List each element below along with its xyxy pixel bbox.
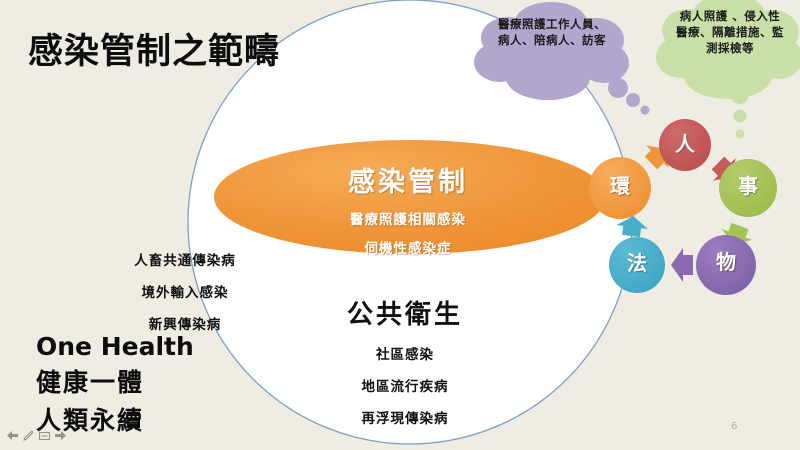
node-wu-label: 物	[716, 250, 736, 274]
arrow-fa-huan	[616, 216, 648, 238]
infection-control-subtitle-2: 伺機性感染症	[364, 241, 452, 257]
outer-list-item-2: 境外輸入感染	[141, 285, 229, 301]
node-huan-label: 環	[610, 174, 630, 198]
cloud-green-label: 病人照護 、侵入性醫療、隔離措施、監測採檢等	[676, 9, 784, 55]
node-shi-label: 事	[738, 174, 758, 198]
slide-icon[interactable]	[38, 429, 51, 442]
public-health-item-1: 社區感染	[376, 347, 434, 363]
outer-disease-list: 人畜共通傳染病 境外輸入感染 新興傳染病	[95, 249, 275, 345]
one-health-line-1: One Health	[36, 332, 194, 361]
one-health-line-2: 健康一體	[36, 368, 145, 397]
infection-control-label-group: 感染管制 醫療照護相關感染 伺機性感染症	[218, 160, 598, 257]
pen-icon[interactable]	[22, 429, 35, 442]
arrow-left-icon[interactable]	[6, 429, 19, 442]
outer-list-item-3: 新興傳染病	[148, 317, 222, 333]
slideshow-navigation-bar[interactable]	[6, 429, 67, 442]
public-health-item-3: 再浮現傳染病	[361, 411, 449, 427]
arrow-shi-wu	[721, 222, 752, 245]
one-health-block: One Health 健康一體 人類永續	[36, 332, 194, 437]
public-health-title: 公共衛生	[346, 300, 463, 330]
page-number: 6	[731, 421, 738, 432]
node-fa-label: 法	[627, 251, 647, 275]
public-health-label-group: 公共衛生 社區感染 地區流行疾病 再浮現傳染病	[280, 294, 530, 427]
arrow-wu-fa	[671, 248, 693, 282]
arrow-right-icon[interactable]	[54, 429, 67, 442]
public-health-item-2: 地區流行疾病	[361, 379, 449, 395]
infection-control-title: 感染管制	[348, 167, 468, 198]
page-title: 感染管制之範疇	[28, 32, 281, 72]
one-health-line-3: 人類永續	[36, 406, 145, 435]
infection-control-subtitle-1: 醫療照護相關感染	[350, 212, 466, 228]
node-ren-label: 人	[675, 132, 695, 156]
outer-list-item-1: 人畜共通傳染病	[134, 253, 236, 269]
cloud-purple-label: 醫療照護工作人員、病人、陪病人、訪客	[498, 17, 606, 47]
